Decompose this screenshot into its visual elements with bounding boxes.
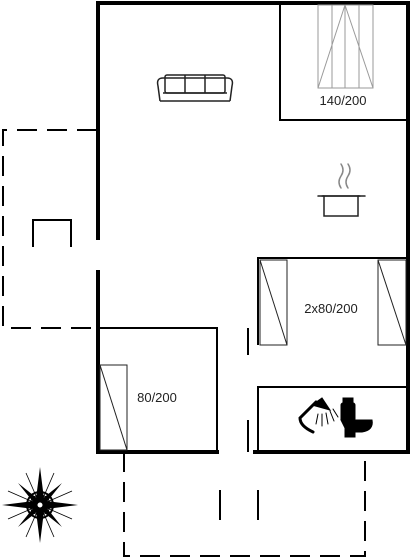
- shower-icon: [298, 397, 339, 434]
- terrace-inner-dashes: [219, 490, 259, 520]
- loft-bed-size-label: 140/200: [320, 93, 367, 108]
- terrace-table: [32, 219, 72, 247]
- terrace-bottom: [123, 452, 366, 557]
- twin-bed-right: [377, 259, 407, 346]
- sofa-icon: [156, 74, 234, 102]
- single-bed-size-label: 80/200: [137, 390, 177, 405]
- loft-bed: [317, 4, 374, 89]
- toilet-icon: [340, 397, 373, 438]
- single-bed: [99, 364, 128, 451]
- twin-beds-size-label: 2x80/200: [304, 301, 358, 316]
- exterior-walls: [96, 1, 410, 454]
- interior-walls: [98, 3, 408, 452]
- compass-rose-icon: [2, 467, 78, 543]
- terrace-left: [2, 129, 97, 329]
- twin-bed-left: [259, 259, 288, 346]
- cooking-pot-icon: [317, 163, 366, 217]
